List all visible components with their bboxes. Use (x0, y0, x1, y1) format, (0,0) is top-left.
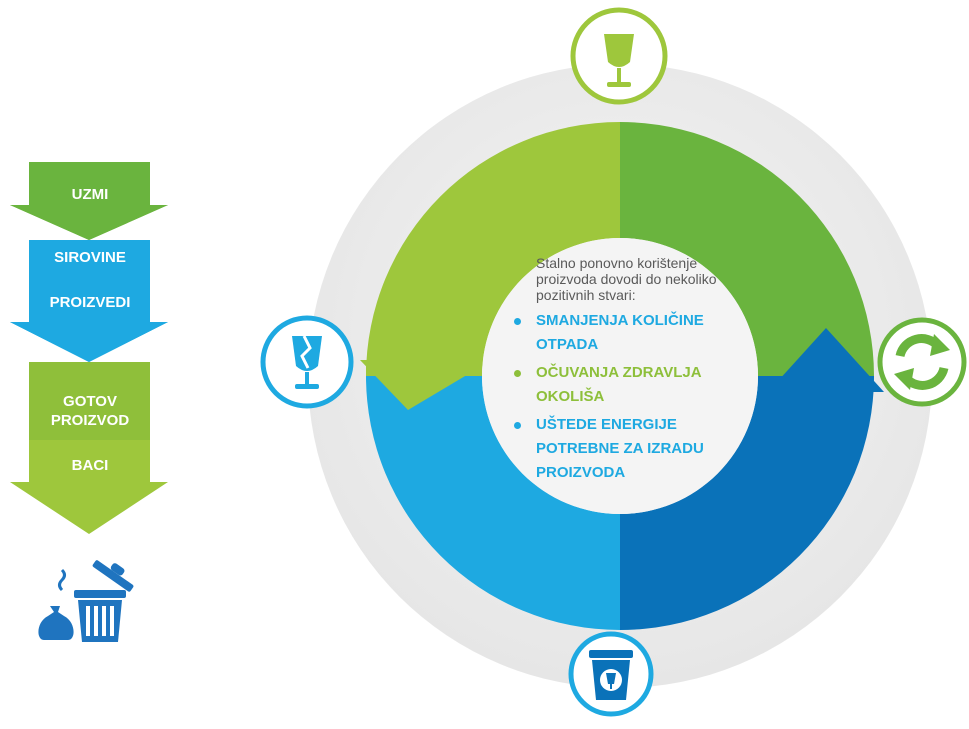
bullet (514, 318, 521, 325)
step-proizvedi: PROIZVEDI (49, 294, 131, 311)
benefit-item: UŠTEDE ENERGIJE POTREBNE ZA IZRADU PROIZ… (514, 413, 734, 485)
recycle-icon (877, 317, 967, 407)
step-gotov-proizvod: GOTOV PROIZVOD (50, 393, 130, 429)
benefit-text: SMANJENJA KOLIČINE OTPADA (536, 312, 704, 353)
step-sirovine: SIROVINE (54, 249, 126, 266)
benefit-text: OČUVANJA ZDRAVLJA OKOLIŠA (536, 364, 702, 405)
arrowhead-right (768, 328, 884, 392)
benefit-item: SMANJENJA KOLIČINE OTPADA (514, 309, 734, 357)
arrow-proizvedi-tip (10, 322, 168, 362)
benefit-text: UŠTEDE ENERGIJE POTREBNE ZA IZRADU PROIZ… (536, 416, 704, 481)
ring-segment-top-right (620, 122, 874, 376)
arrow-gotov-proizvod (29, 362, 150, 440)
ring-segment-bottom-right (620, 376, 874, 630)
trash-can-icon (38, 560, 134, 642)
broken-glass-icon (260, 315, 354, 409)
bullet (514, 422, 521, 429)
linear-economy-flow: UZMI SIROVINE PROIZVEDI GOTOV PROIZVOD B… (0, 0, 190, 724)
glass-icon (570, 7, 668, 105)
arrow-uzmi-tip (10, 205, 168, 240)
linear-flow-arrows (10, 162, 168, 642)
step-uzmi: UZMI (71, 186, 109, 203)
arrowhead-left-cover (366, 360, 482, 376)
arrow-baci (10, 440, 168, 534)
center-intro: Stalno ponovno korištenje proizvoda dovo… (536, 255, 717, 303)
benefit-item: OČUVANJA ZDRAVLJA OKOLIŠA (514, 361, 734, 409)
ring-segment-bottom-left (366, 376, 620, 630)
step-baci: BACI (71, 457, 109, 474)
bullet (514, 370, 521, 377)
center-circle (482, 238, 758, 514)
ring-segment-top-left (366, 122, 620, 376)
recycle-bin-icon (568, 631, 654, 717)
center-text: Stalno ponovno korištenje proizvoda dovo… (514, 255, 734, 489)
